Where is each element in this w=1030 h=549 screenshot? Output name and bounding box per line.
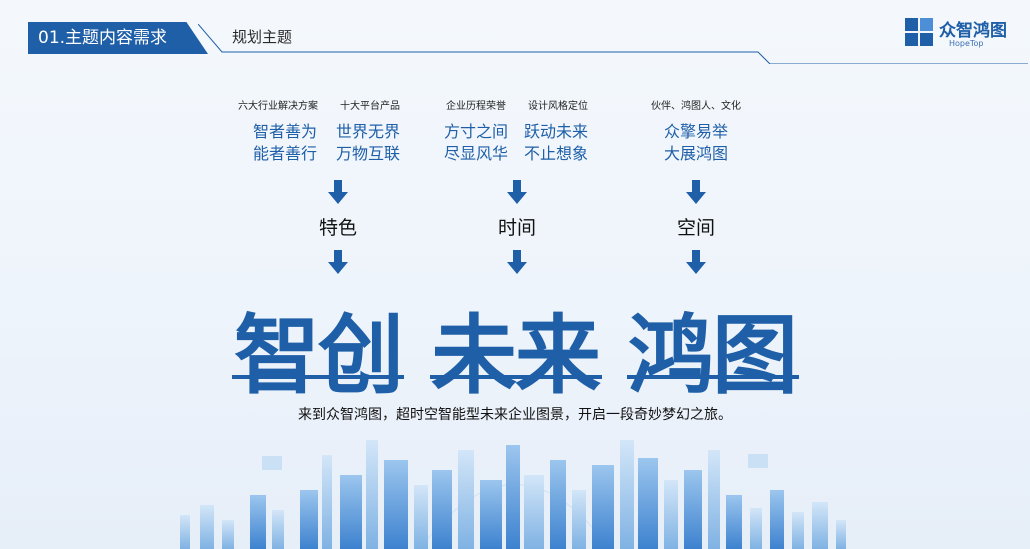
- headline-word-1: 智创: [234, 306, 404, 406]
- city-skyline-illustration: [180, 440, 846, 549]
- down-arrow-icon: [686, 180, 706, 204]
- slogan-line: 智者善为: [252, 122, 317, 141]
- label: 企业历程荣誉: [446, 101, 506, 112]
- column-2-slogan-b: 跃动未来 不止想象: [516, 121, 596, 165]
- down-arrow-icon: [686, 250, 706, 274]
- headline-word-3: 鸿图: [628, 306, 798, 406]
- label: 设计风格定位: [528, 101, 588, 112]
- slogan-line: 大展鸿图: [663, 144, 728, 163]
- slogan-line: 世界无界: [335, 122, 400, 141]
- keyword-time: 时间: [497, 217, 536, 239]
- column-2-slogan-a: 方寸之间 尽显风华: [436, 121, 516, 165]
- headline-underline: [627, 375, 799, 379]
- headline-word-2: 未来: [431, 306, 601, 406]
- section-tab: 01.主题内容需求: [28, 22, 208, 54]
- header-divider: [198, 24, 1028, 64]
- column-1-label-b: 十大平台产品: [330, 97, 410, 112]
- column-1-slogan-a: 智者善为 能者善行: [245, 121, 325, 165]
- company-logo: 众智鸿图 HopeTop: [905, 16, 1015, 52]
- label: 十大平台产品: [340, 101, 400, 112]
- logo-grid-icon: [905, 18, 935, 48]
- column-3-slogan: 众擎易举 大展鸿图: [656, 121, 736, 165]
- slogan-line: 万物互联: [335, 144, 400, 163]
- keyword-space: 空间: [676, 217, 715, 239]
- slogan-line: 众擎易举: [663, 122, 728, 141]
- column-1-slogan-b: 世界无界 万物互联: [328, 121, 408, 165]
- down-arrow-icon: [507, 250, 527, 274]
- slogan-line: 能者善行: [252, 144, 317, 163]
- down-arrow-icon: [507, 180, 527, 204]
- keyword-feature: 特色: [318, 217, 357, 239]
- logo-text: 众智鸿图: [939, 21, 1007, 41]
- slogan-line: 跃动未来: [523, 122, 588, 141]
- headline-underline: [430, 375, 602, 379]
- column-3-label: 伙伴、鸿图人、文化: [641, 97, 751, 112]
- column-2-label-a: 企业历程荣誉: [436, 97, 516, 112]
- down-arrow-icon: [328, 250, 348, 274]
- slogan-line: 尽显风华: [443, 144, 508, 163]
- column-1-label-a: 六大行业解决方案: [228, 97, 328, 112]
- logo-subtext: HopeTop: [949, 39, 984, 48]
- label: 伙伴、鸿图人、文化: [651, 101, 741, 112]
- column-2-label-b: 设计风格定位: [518, 97, 598, 112]
- tagline: 来到众智鸿图，超时空智能型未来企业图景，开启一段奇妙梦幻之旅。: [298, 407, 732, 423]
- down-arrow-icon: [328, 180, 348, 204]
- page-subtitle: 规划主题: [232, 28, 293, 46]
- headline-underline: [232, 375, 404, 379]
- header: 01.主题内容需求 规划主题 众智鸿图 HopeTop: [0, 0, 1030, 64]
- label: 六大行业解决方案: [238, 101, 318, 112]
- slogan-line: 不止想象: [523, 144, 588, 163]
- slogan-line: 方寸之间: [443, 122, 508, 141]
